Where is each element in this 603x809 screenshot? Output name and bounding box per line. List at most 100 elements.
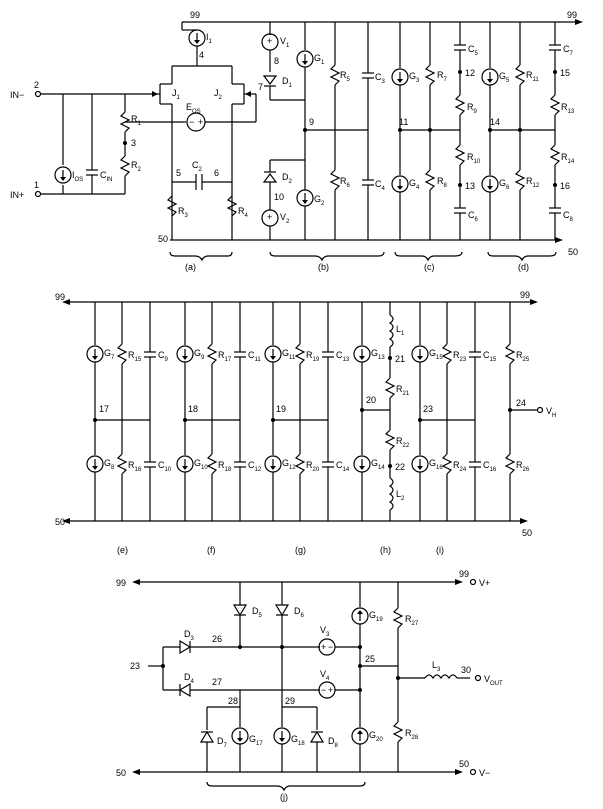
v2-symbol: V [280, 212, 286, 222]
g17-subscript: 17 [256, 741, 263, 747]
svg-text:R12: R12 [526, 176, 540, 189]
c4-symbol: C [375, 179, 382, 189]
g10-symbol: G [194, 458, 201, 468]
c9-symbol: C [158, 350, 165, 360]
r8-symbol: R [437, 176, 444, 186]
r17-subscript: 17 [225, 357, 232, 363]
g20-subscript: 20 [376, 737, 383, 743]
net-10-label: 10 [274, 192, 284, 202]
svg-text:C6: C6 [468, 210, 479, 223]
d4-symbol: D [184, 672, 191, 682]
g10-subscript: 10 [201, 465, 208, 471]
net-26-label: 26 [212, 634, 222, 644]
r21-symbol: R [396, 384, 403, 394]
v3-symbol: V [320, 625, 326, 635]
v4-subscript: 4 [326, 676, 330, 682]
svg-text:D3: D3 [184, 629, 195, 642]
svg-text:G14: G14 [371, 458, 385, 471]
i1-symbol: I [206, 32, 209, 42]
net-17-label: 17 [99, 404, 109, 414]
net-9-label: 9 [309, 117, 314, 127]
g19-symbol: G [369, 610, 376, 620]
g7-symbol: G [104, 348, 111, 358]
r20-subscript: 20 [313, 467, 320, 473]
svg-text:VH: VH [546, 406, 556, 419]
svg-text:C7: C7 [563, 44, 574, 57]
in-minus-terminal[interactable] [34, 90, 42, 98]
l1-subscript: 1 [401, 331, 405, 337]
svg-text:−: − [328, 642, 333, 652]
g13-subscript: 13 [378, 355, 385, 361]
net-30-label: 30 [461, 665, 471, 675]
r20-symbol: R [306, 460, 313, 470]
d3-symbol: D [184, 629, 191, 639]
j2-symbol: J [214, 88, 219, 98]
net-15-label: 15 [560, 68, 570, 78]
svg-text:C3: C3 [375, 72, 386, 85]
r15-symbol: R [128, 350, 135, 360]
cin-subscript: IN [107, 177, 113, 183]
g2-subscript: 2 [321, 201, 325, 207]
r10-symbol: R [467, 152, 474, 162]
g8-symbol: G [104, 458, 111, 468]
r9-subscript: 9 [474, 109, 478, 115]
c9-subscript: 9 [165, 357, 169, 363]
vh-terminal[interactable] [536, 406, 544, 414]
c15-symbol: C [483, 350, 490, 360]
r6-subscript: 6 [347, 183, 351, 189]
net-2-label: 2 [34, 80, 39, 90]
ios-symbol: I [72, 170, 75, 180]
svg-text:C11: C11 [248, 350, 261, 363]
d7-subscript: 7 [224, 743, 228, 749]
d3-subscript: 3 [191, 636, 195, 642]
net-99-label-mid: 99 [55, 292, 65, 302]
net-23-label: 23 [423, 404, 433, 414]
net-50-label-bottom: 50 [116, 768, 126, 778]
c3-subscript: 3 [382, 79, 386, 85]
g1-subscript: 1 [321, 60, 325, 66]
g18-symbol: G [291, 734, 298, 744]
svg-text:R23: R23 [453, 350, 467, 363]
g6-subscript: 6 [506, 185, 510, 191]
d8-symbol: D [328, 736, 335, 746]
r17-symbol: R [218, 350, 225, 360]
svg-text:C16: C16 [483, 460, 497, 473]
vplus-terminal[interactable] [469, 578, 477, 586]
svg-text:R2: R2 [131, 160, 142, 173]
svg-text:G1: G1 [314, 53, 325, 66]
in-minus-label: IN− [10, 90, 24, 100]
r25-subscript: 25 [523, 357, 530, 363]
svg-text:G13: G13 [371, 348, 385, 361]
r27-subscript: 27 [412, 621, 419, 627]
svg-text:R22: R22 [396, 436, 410, 449]
d1-symbol: D [282, 76, 289, 86]
svg-text:R1: R1 [131, 114, 142, 127]
c3-symbol: C [375, 72, 382, 82]
section-g-label: (g) [295, 545, 306, 555]
g20-symbol: G [369, 730, 376, 740]
svg-text:D6: D6 [294, 606, 305, 619]
d6-symbol: D [294, 606, 301, 616]
d5-subscript: 5 [259, 613, 263, 619]
in-plus-terminal[interactable] [34, 190, 42, 198]
vminus-terminal[interactable] [469, 768, 477, 776]
c2-subscript: 2 [199, 167, 203, 173]
c12-symbol: C [248, 460, 255, 470]
r18-symbol: R [218, 460, 225, 470]
net-29-label: 29 [285, 696, 295, 706]
g14-symbol: G [371, 458, 378, 468]
c12-subscript: 12 [255, 467, 262, 473]
svg-text:+: + [267, 36, 272, 46]
g12-symbol: G [282, 458, 289, 468]
r7-subscript: 7 [444, 77, 448, 83]
r12-symbol: R [526, 176, 533, 186]
svg-text:V1: V1 [280, 36, 290, 49]
vout-terminal[interactable] [474, 674, 482, 682]
r2-symbol: R [131, 160, 138, 170]
d5-symbol: D [252, 606, 259, 616]
l3-subscript: 3 [437, 667, 441, 673]
r4-symbol: R [238, 206, 245, 216]
i1-subscript: 1 [209, 39, 213, 45]
d1-subscript: 1 [289, 83, 293, 89]
c14-subscript: 14 [343, 467, 350, 473]
